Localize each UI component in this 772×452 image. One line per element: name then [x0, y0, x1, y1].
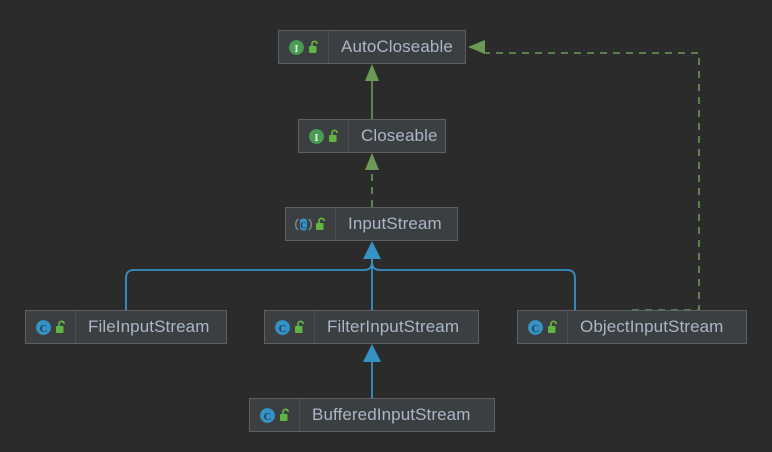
- unlocked-padlock-icon: [308, 40, 321, 55]
- svg-text:I: I: [294, 43, 298, 54]
- node-autocloseable[interactable]: I AutoCloseable: [278, 30, 466, 64]
- node-icon-group: C: [265, 311, 315, 343]
- edge-inputstream-to-closeable: [365, 153, 379, 207]
- node-icon-group: I: [299, 120, 349, 152]
- svg-text:C: C: [40, 323, 48, 334]
- unlocked-padlock-icon: [55, 320, 68, 335]
- node-label: FileInputStream: [88, 317, 210, 336]
- edge-objectinputstream-to-inputstream: [371, 252, 576, 310]
- class-icon: C: [527, 319, 544, 336]
- node-label: AutoCloseable: [341, 37, 453, 56]
- node-fileinputstream[interactable]: C FileInputStream: [25, 310, 227, 344]
- edge-bufferedinputstream-to-filterinputstream: [363, 344, 381, 398]
- svg-text:C: C: [300, 220, 306, 230]
- node-label: FilterInputStream: [327, 317, 460, 336]
- node-filterinputstream[interactable]: C FilterInputStream: [264, 310, 479, 344]
- node-icon-group: C: [518, 311, 568, 343]
- node-inputstream[interactable]: C InputStream: [285, 207, 458, 241]
- unlocked-padlock-icon: [328, 129, 341, 144]
- unlocked-padlock-icon: [294, 320, 307, 335]
- node-label: ObjectInputStream: [580, 317, 724, 336]
- edge-fileinputstream-to-inputstream: [125, 252, 373, 310]
- node-label: BufferedInputStream: [312, 405, 471, 424]
- unlocked-padlock-icon: [279, 408, 292, 423]
- class-icon: C: [274, 319, 291, 336]
- svg-text:C: C: [532, 323, 540, 334]
- unlocked-padlock-icon: [315, 217, 328, 232]
- arrowhead-into-inputstream: [363, 241, 381, 259]
- node-label: Closeable: [361, 126, 438, 145]
- svg-text:C: C: [279, 323, 287, 334]
- node-icon-group: C: [286, 208, 336, 240]
- class-icon: C: [35, 319, 52, 336]
- node-bufferedinputstream[interactable]: C BufferedInputStream: [249, 398, 495, 432]
- abstract-class-icon: C: [295, 216, 312, 233]
- interface-icon: I: [308, 128, 325, 145]
- node-icon-group: C: [250, 399, 300, 431]
- node-icon-group: C: [26, 311, 76, 343]
- edge-objectinputstream-to-autocloseable: [468, 40, 700, 311]
- unlocked-padlock-icon: [547, 320, 560, 335]
- interface-icon: I: [288, 39, 305, 56]
- node-icon-group: I: [279, 31, 329, 63]
- node-label: InputStream: [348, 214, 442, 233]
- svg-text:C: C: [264, 411, 272, 422]
- svg-text:I: I: [314, 132, 318, 143]
- node-closeable[interactable]: I Closeable: [298, 119, 446, 153]
- class-icon: C: [259, 407, 276, 424]
- node-objectinputstream[interactable]: C ObjectInputStream: [517, 310, 747, 344]
- edge-closeable-to-autocloseable: [365, 64, 379, 119]
